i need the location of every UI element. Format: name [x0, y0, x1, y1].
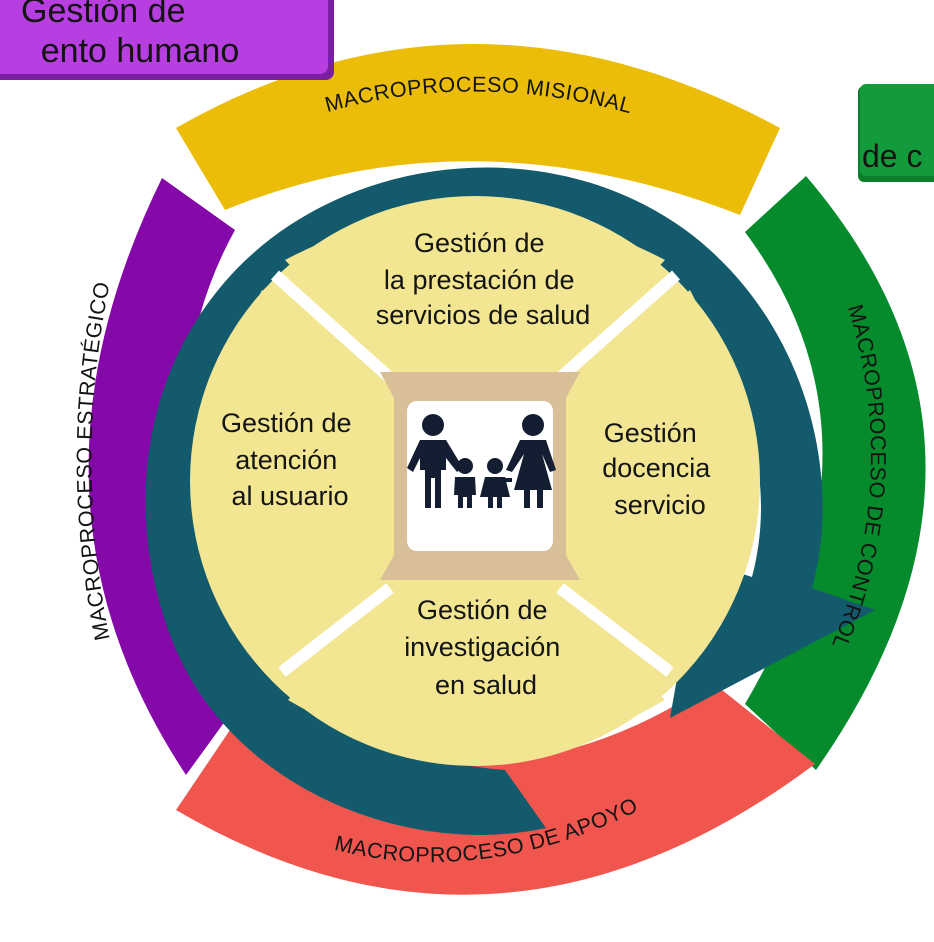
- process-right-label: Gestión docencia servicio: [602, 418, 718, 520]
- process-top-label: Gestión de la prestación de servicios de…: [376, 228, 591, 330]
- process-bottom-label: Gestión de investigación en salud: [404, 595, 568, 700]
- tag-control: [860, 84, 934, 176]
- process-left-label: Gestión de atención al usuario: [221, 408, 359, 511]
- quadrant-top: [285, 210, 665, 365]
- macroproceso-misional-band: [176, 44, 780, 215]
- quadrant-dividers: [270, 270, 680, 677]
- family-icon: [407, 414, 556, 508]
- quadrant-left: [216, 290, 375, 660]
- quadrant-bottom: [288, 595, 665, 755]
- cycle-ring-arrow: [145, 167, 875, 835]
- quadrant-right: [575, 290, 740, 660]
- tag-control-label: de c: [862, 138, 922, 174]
- center-icon-tile: [407, 401, 553, 551]
- tag-talento-humano-label: Gestión de ento humano: [21, 0, 239, 70]
- tag-talento-humano: [0, 0, 328, 74]
